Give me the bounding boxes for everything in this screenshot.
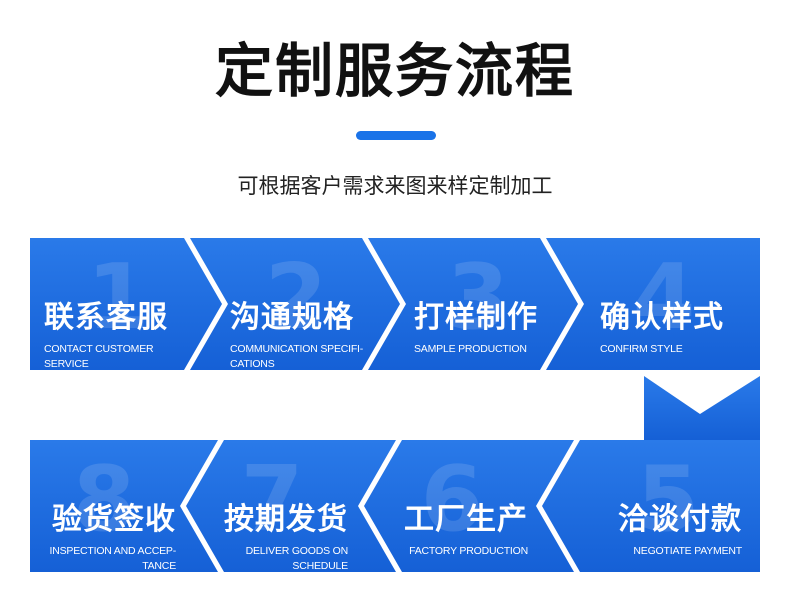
step-1-subtitle-line1: CONTACT CUSTOMER [44,343,154,355]
step-1-title: 联系客服 [44,300,168,335]
step-2-subtitle-line2: CATIONS [230,358,275,370]
step-2-title: 沟通规格 [230,300,354,335]
step-5-shape [542,440,760,572]
page-title: 定制服务流程 [214,37,575,105]
step-3: 打样制作 SAMPLE PRODUCTION [414,292,538,357]
step-3-subtitle-line1: SAMPLE PRODUCTION [414,343,527,355]
step-3-shape [368,238,578,370]
step-1-subtitle-line2: SERVICE [44,358,89,370]
step-4: 确认样式 CONFIRM STYLE [600,292,724,357]
step-7-shape [186,440,396,572]
step-6-number: 6 [421,447,484,552]
step-8-title: 验货签收 [52,502,176,537]
step-4-number: 4 [633,245,696,350]
step-8: 验货签收 INSPECTION AND ACCEP- TANCE [30,494,177,574]
step-5-number: 5 [637,447,700,552]
page-subtitle: 可根据客户需求来图来样定制加工 [237,174,553,198]
step-8-shape [30,440,218,572]
step-3-number: 3 [447,245,510,350]
step-3-title: 打样制作 [414,300,538,335]
step-4-shape [546,238,760,370]
step-1-number: 1 [87,245,150,350]
step-7-subtitle-line1: DELIVER GOODS ON [245,545,349,557]
title-underline [356,131,436,140]
step-7-title: 按期发货 [224,502,348,537]
step-6-subtitle-line1: FACTORY PRODUCTION [409,545,528,557]
step-2-subtitle-line1: COMMUNICATION SPECIFI- [230,343,364,355]
step-8-subtitle-line1: INSPECTION AND ACCEP- [49,545,177,557]
step-7: 按期发货 DELIVER GOODS ON SCHEDULE [200,494,348,574]
step-2-number: 2 [265,245,328,350]
step-5-connector-shape [644,376,760,440]
step-1-shape [30,238,222,370]
step-8-number: 8 [73,447,136,552]
step-7-subtitle-line2: SCHEDULE [292,560,348,572]
step-2: 沟通规格 COMMUNICATION SPECIFI- CATIONS [230,292,363,372]
step-6-title: 工厂生产 [404,502,528,537]
step-6: 工厂生产 FACTORY PRODUCTION [384,494,528,559]
step-6-shape [364,440,574,572]
step-4-title: 确认样式 [600,300,724,335]
step-7-number: 7 [241,447,304,552]
step-1: 联系客服 CONTACT CUSTOMER SERVICE [44,292,168,372]
step-8-subtitle-line2: TANCE [142,560,176,572]
step-2-shape [190,238,400,370]
step-5: 洽谈付款 NEGOTIATE PAYMENT [580,494,742,559]
step-4-subtitle-line1: CONFIRM STYLE [600,343,683,355]
step-5-title: 洽谈付款 [618,502,742,537]
step-5-subtitle-line1: NEGOTIATE PAYMENT [633,545,742,557]
